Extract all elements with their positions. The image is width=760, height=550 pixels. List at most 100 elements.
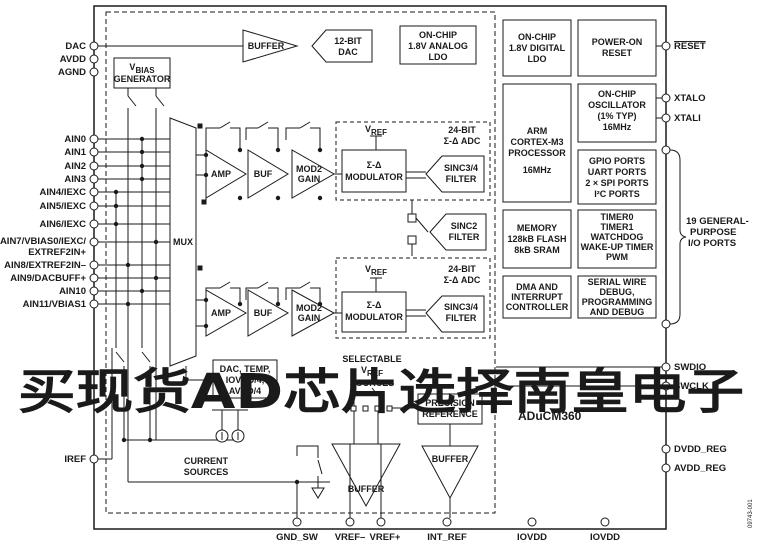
buf-triangle-1	[247, 149, 289, 199]
mod2-label-1-line1: MOD2	[296, 164, 322, 174]
dma-block	[502, 275, 572, 319]
gpio-blk-line4: I²C PORTS	[594, 189, 640, 199]
sinc34-2-line2: FILTER	[446, 313, 477, 323]
vbias-v: V	[129, 62, 135, 72]
adc2-dashed-region	[335, 257, 491, 339]
mod2-label-2-line2: GAIN	[298, 313, 321, 323]
pin-xtali: XTALI	[674, 113, 701, 124]
buffer-vref-label: BUFFER	[348, 484, 385, 494]
dac12-label-line1: 12-BIT	[334, 36, 362, 46]
pin-int-ref: INT_REF	[427, 532, 467, 543]
cpu-line2: CORTEX-M3	[510, 137, 563, 147]
selectable-line1: SELECTABLE	[342, 354, 401, 364]
dac12-block	[311, 29, 373, 63]
sinc2-line1: SINC2	[451, 221, 478, 231]
modulator-2-line2: MODULATOR	[345, 312, 403, 322]
selectable-line2: VREF	[361, 365, 383, 378]
pin-vref-minus: VREF–	[335, 532, 366, 543]
pin-ain6: AIN6/IEXC	[40, 219, 87, 230]
pin-xtalo: XTALO	[674, 93, 706, 104]
gpio-label-line1: 19 GENERAL-	[686, 216, 749, 227]
vref-v-1: V	[365, 124, 371, 134]
vref-label-2: VREF	[365, 264, 387, 277]
mod2-label-1-line2: GAIN	[298, 174, 321, 184]
cpu-line4: 16MHz	[523, 165, 552, 175]
timer-line3: WATCHDOG	[591, 232, 644, 242]
figure-id: 09743-001	[748, 499, 754, 528]
power-on-reset-block	[577, 19, 657, 77]
dma-line2: INTERRUPT	[511, 292, 563, 302]
por-line1: POWER-ON	[592, 37, 643, 47]
timer-block	[577, 209, 657, 269]
sinc2-block	[429, 213, 487, 251]
gpio-blk-line3: 2 × SPI PORTS	[585, 178, 648, 188]
buf-triangle-2	[247, 289, 290, 337]
vref-buffer-triangle	[331, 443, 401, 508]
sinc34-block-1	[425, 155, 485, 193]
timer-line1: TIMER0	[600, 212, 633, 222]
cpu-line1: ARM	[527, 126, 548, 136]
pin-ain10: AIN10	[59, 286, 86, 297]
modulator-2-line1: Σ-Δ	[367, 300, 382, 310]
amp-label-2: AMP	[211, 308, 231, 318]
ldo-digital-line2: 1.8V DIGITAL	[509, 43, 566, 53]
current-line1: CURRENT	[184, 456, 229, 466]
swd-line2: DEBUG,	[599, 287, 634, 297]
pin-iovdd-1: IOVDD	[517, 532, 547, 543]
pin-agnd: AGND	[58, 67, 86, 78]
gpio-label-line2: PURPOSE	[690, 227, 736, 238]
precref-line2: REFERENCE	[422, 409, 478, 419]
mem-line3: 8kB SRAM	[514, 245, 560, 255]
mod2-triangle-1	[291, 149, 336, 199]
buf-label-2: BUF	[254, 308, 273, 318]
selectable-sub: REF	[367, 369, 383, 378]
pin-vref-plus: VREF+	[370, 532, 401, 543]
ldo-analog-block	[399, 25, 477, 65]
analog-region	[105, 11, 496, 514]
dma-line1: DMA AND	[516, 282, 558, 292]
amp-triangle-2	[205, 289, 248, 337]
selectable-v: V	[361, 365, 367, 375]
pin-ain4: AIN4/IEXC	[40, 187, 87, 198]
pin-iovdd-2: IOVDD	[590, 532, 620, 543]
vbias-generator-block	[113, 57, 171, 89]
mem-line1: MEMORY	[517, 223, 557, 233]
mod2-label-2-line1: MOD2	[296, 303, 322, 313]
buf-label-1: BUF	[254, 169, 273, 179]
pin-ain0: AIN0	[64, 134, 86, 145]
vref-sub-1: REF	[371, 128, 387, 137]
pin-ain8: AIN8/EXTREF2IN–	[4, 260, 86, 271]
vbias-gen-line2: GENERATOR	[114, 74, 171, 84]
adc2-label-line1: 24-BIT	[448, 264, 476, 274]
osc-line3: (1% TYP)	[597, 111, 636, 121]
ldo-analog-line3: LDO	[429, 52, 448, 62]
oscillator-block	[577, 83, 657, 143]
gpio-label-line3: I/O PORTS	[688, 238, 736, 249]
modulator-block-1	[341, 149, 407, 193]
timer-line4: WAKE-UP TIMER	[581, 242, 654, 252]
mux-block	[169, 117, 197, 367]
adc2-label-line2: Σ-Δ ADC	[444, 275, 481, 285]
current-line2: SOURCES	[184, 467, 229, 477]
memory-block	[502, 209, 572, 269]
pin-dac: DAC	[65, 41, 86, 52]
ldo-digital-block	[502, 19, 572, 77]
pin-ain7-line1: AIN7/VBIAS0/IEXC/	[0, 236, 86, 247]
vbias-gen-line1: VBIAS	[129, 62, 155, 75]
selectable-line3: SOURCES	[350, 378, 395, 388]
dactemp-line1: DAC, TEMP,	[220, 364, 271, 374]
pin-ain1: AIN1	[64, 147, 86, 158]
sinc34-block-2	[425, 295, 485, 333]
modulator-1-line1: Σ-Δ	[367, 160, 382, 170]
vbias-sub: BIAS	[135, 66, 155, 75]
swd-block	[577, 275, 657, 319]
pin-avdd-reg: AVDD_REG	[674, 463, 726, 474]
gpio-blk-line2: UART PORTS	[588, 167, 647, 177]
vref-sub-2: REF	[371, 268, 387, 277]
mem-line2: 128kB FLASH	[507, 234, 566, 244]
osc-line4: 16MHz	[603, 122, 632, 132]
pin-dvdd-reg: DVDD_REG	[674, 444, 727, 455]
dactemp-line2: IOVDD/4,	[226, 375, 265, 385]
precref-line1: PRECISION	[425, 398, 475, 408]
